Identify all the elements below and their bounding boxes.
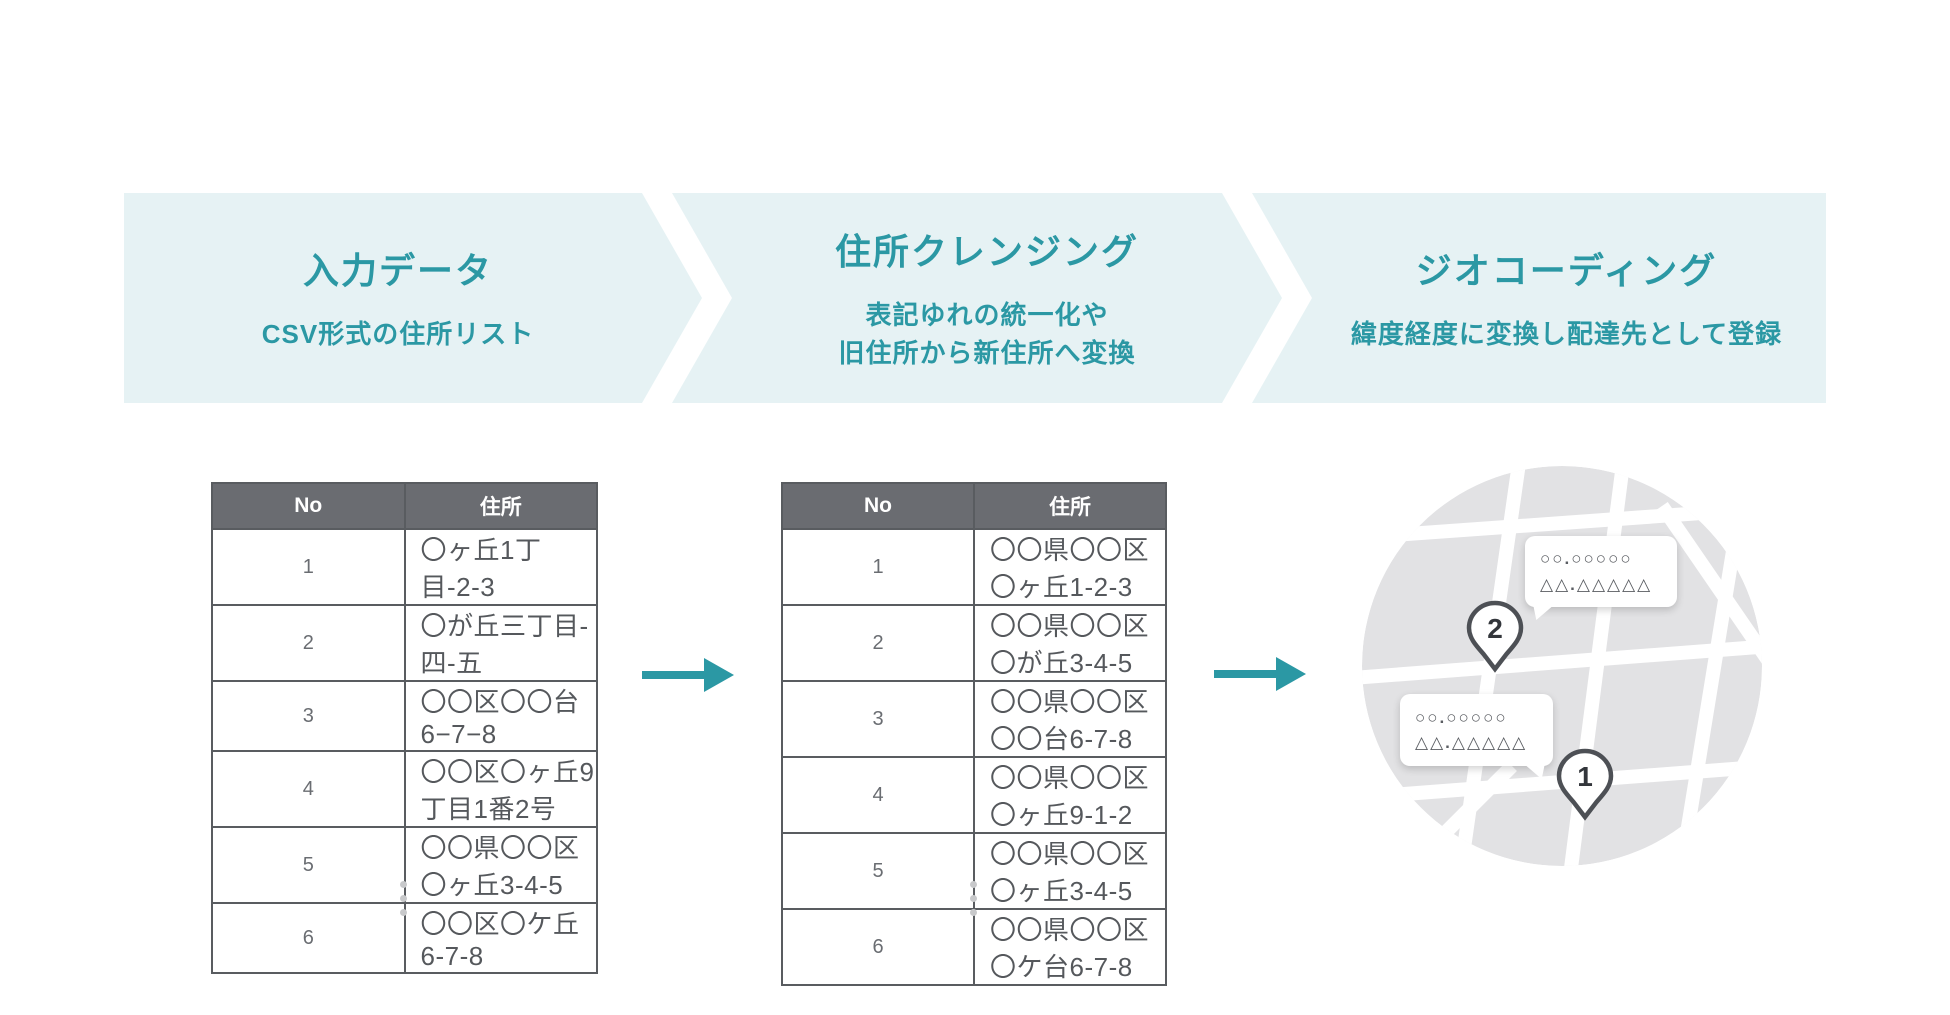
step-title: 住所クレンジング — [834, 231, 1139, 273]
latitude-placeholder: ○○.○○○○○ — [1415, 707, 1508, 727]
arrow-right-icon — [642, 658, 734, 692]
table-header-row: No 住所 — [211, 482, 598, 530]
step-subtitle: 緯度経度に変換し配達先として登録 — [1350, 319, 1783, 350]
pin-number: 1 — [1577, 761, 1593, 792]
step-title: 入力データ — [302, 250, 493, 292]
step-title: ジオコーディング — [1415, 250, 1718, 292]
step-geocoding: ジオコーディング 緯度経度に変換し配達先として登録 — [1252, 193, 1826, 403]
process-steps-band: 入力データ CSV形式の住所リスト 住所クレンジング 表記ゆれの統一化や 旧住所… — [124, 193, 1826, 403]
header-no: No — [211, 482, 406, 530]
longitude-placeholder: △△.△△△△△ — [1540, 574, 1653, 594]
step-address-cleansing: 住所クレンジング 表記ゆれの統一化や 旧住所から新住所へ変換 — [672, 193, 1282, 403]
header-no: No — [781, 482, 975, 530]
longitude-placeholder: △△.△△△△△ — [1415, 733, 1528, 752]
header-address: 住所 — [403, 482, 598, 530]
step-input-data: 入力データ CSV形式の住所リスト — [124, 193, 702, 403]
latitude-placeholder: ○○.○○○○○ — [1540, 549, 1633, 568]
table-header-row: No 住所 — [781, 482, 1167, 530]
header-address: 住所 — [973, 482, 1167, 530]
step-subtitle: CSV形式の住所リスト — [261, 319, 535, 350]
map-pin-2-icon: 2 — [1466, 600, 1524, 673]
coordinate-label-1: ○○.○○○○○ △△.△△△△△ — [1400, 694, 1553, 779]
ellipsis-dots-icon — [400, 881, 408, 916]
pin-number: 2 — [1487, 613, 1503, 644]
step-subtitle: 表記ゆれの統一化や 旧住所から新住所へ変換 — [838, 300, 1136, 368]
map-illustration — [1362, 466, 1762, 866]
coordinate-label-2: ○○.○○○○○ △△.△△△△△ — [1525, 536, 1677, 620]
map-pin-1-icon: 1 — [1556, 748, 1614, 821]
ellipsis-dots-icon — [970, 881, 978, 916]
arrow-right-icon — [1214, 657, 1306, 691]
